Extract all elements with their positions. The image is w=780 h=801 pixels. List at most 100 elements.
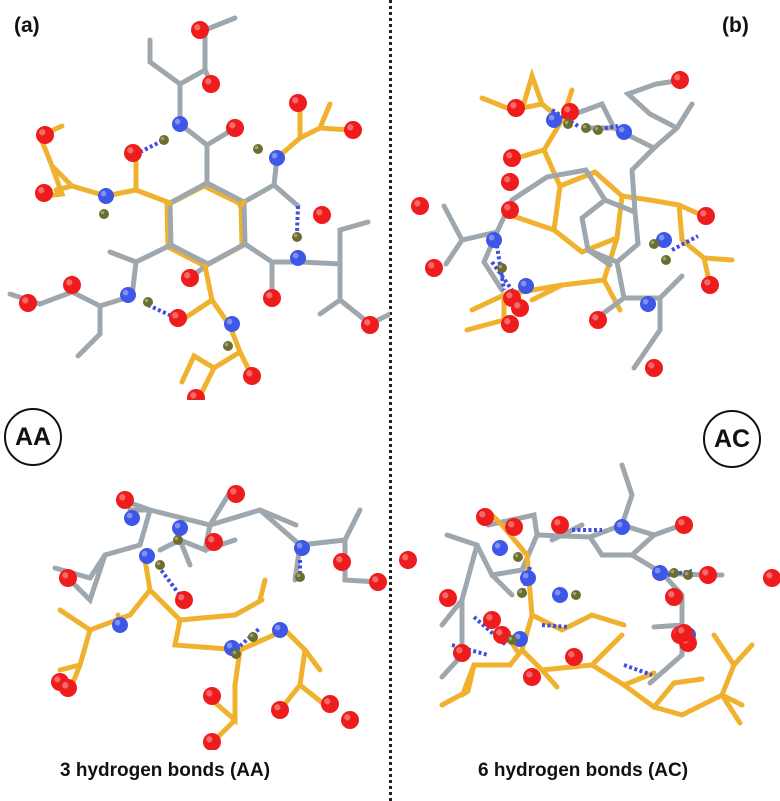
oxygen-atom xyxy=(763,569,780,587)
oxygen-atom-highlight xyxy=(194,24,201,31)
hydrogen-atom xyxy=(292,232,302,242)
nitrogen-atom xyxy=(112,617,128,633)
oxygen-atom xyxy=(701,276,719,294)
nitrogen-atom xyxy=(492,540,508,556)
hydrogen-atom-highlight xyxy=(293,233,298,238)
nitrogen-atom-highlight xyxy=(618,126,625,133)
oxygen-atom xyxy=(675,624,693,642)
bond-gray xyxy=(167,180,248,267)
oxygen-atom-highlight xyxy=(456,647,463,654)
oxygen-atom xyxy=(503,149,521,167)
oxygen-atom-highlight xyxy=(372,576,379,583)
oxygen-atom-highlight xyxy=(229,122,236,129)
bond-gray xyxy=(629,167,638,215)
nitrogen-atom-highlight xyxy=(122,289,129,296)
bond-gray xyxy=(177,121,210,186)
bond-gray xyxy=(614,259,663,371)
oxygen-atom xyxy=(124,144,142,162)
oxygen-atom-highlight xyxy=(508,521,515,528)
nitrogen-atom xyxy=(546,112,562,128)
oxygen-atom xyxy=(671,71,689,89)
bond-gray xyxy=(619,462,635,528)
hydrogen-atom-highlight xyxy=(662,256,667,261)
hydrogen-atom-highlight xyxy=(254,145,259,150)
nitrogen-atom-highlight xyxy=(616,521,623,528)
bond-gray xyxy=(485,511,540,538)
oxygen-atom-highlight xyxy=(402,554,409,561)
oxygen-atom-highlight xyxy=(702,569,709,576)
bond-gold xyxy=(621,676,705,711)
oxygen-atom-highlight xyxy=(506,152,513,159)
bond-gold xyxy=(179,297,215,323)
oxygen-atom-highlight xyxy=(668,591,675,598)
molecule-ac-side-view xyxy=(399,462,780,726)
hydrogen-atom-highlight xyxy=(572,591,577,596)
oxygen-atom xyxy=(181,269,199,287)
nitrogen-atom-highlight xyxy=(522,572,529,579)
oxygen-atom xyxy=(169,309,187,327)
bond-gold xyxy=(57,557,153,633)
oxygen-atom xyxy=(321,695,339,713)
nitrogen-atom xyxy=(139,548,155,564)
oxygen-atom xyxy=(645,359,663,377)
caption-ac: 6 hydrogen bonds (AC) xyxy=(478,760,689,781)
hydrogen-atom-highlight xyxy=(100,210,105,215)
nitrogen-atom-highlight xyxy=(226,642,233,649)
oxygen-atom-highlight xyxy=(119,494,126,501)
oxygen-atom xyxy=(19,294,37,312)
hydrogen-atom xyxy=(517,588,527,598)
bond-gold xyxy=(57,662,83,673)
hydrogen-atom xyxy=(253,144,263,154)
oxygen-atom xyxy=(227,485,245,503)
bond-gold xyxy=(459,688,471,698)
oxygen-atom-highlight xyxy=(62,572,69,579)
bond-gold xyxy=(277,647,308,713)
nitrogen-atom-highlight xyxy=(292,252,299,259)
bond-gray xyxy=(657,273,685,301)
bond-gray xyxy=(107,249,139,265)
oxygen-atom xyxy=(425,259,443,277)
oxygen-atom-highlight xyxy=(592,314,599,321)
nitrogen-atom-highlight xyxy=(271,152,278,159)
hydrogen-atom xyxy=(571,590,581,600)
bond-gray xyxy=(651,570,685,630)
oxygen-atom-highlight xyxy=(678,627,685,634)
bond-gray xyxy=(623,77,685,131)
hydrogen-atom xyxy=(155,560,165,570)
bond-gold xyxy=(464,282,565,333)
bond-gold xyxy=(179,352,217,385)
nitrogen-atom xyxy=(290,250,306,266)
bond-gold xyxy=(519,632,625,673)
nitrogen-atom-highlight xyxy=(642,298,649,305)
oxygen-atom xyxy=(63,276,81,294)
hydrogen-bond xyxy=(593,124,619,132)
oxygen-atom-highlight xyxy=(364,319,371,326)
oxygen-atom-highlight xyxy=(172,312,179,319)
oxygen-atom xyxy=(203,733,221,750)
oxygen-atom xyxy=(411,197,429,215)
oxygen-atom xyxy=(369,573,387,591)
oxygen-atom-highlight xyxy=(38,187,45,194)
hydrogen-atom-highlight xyxy=(224,342,229,347)
bond-gold xyxy=(711,632,737,668)
oxygen-atom xyxy=(271,701,289,719)
nitrogen-atom-highlight xyxy=(296,542,303,549)
hydrogen-atom-highlight xyxy=(156,561,161,566)
hydrogen-atom xyxy=(507,635,517,645)
oxygen-atom xyxy=(399,551,417,569)
oxygen-atom-highlight xyxy=(504,318,511,325)
oxygen-atom-highlight xyxy=(526,671,533,678)
oxygen-atom xyxy=(205,533,223,551)
bond-gold xyxy=(297,682,328,708)
nitrogen-atom xyxy=(520,570,536,586)
oxygen-atom xyxy=(439,589,457,607)
oxygen-atom-highlight xyxy=(127,147,134,154)
hydrogen-atom-highlight xyxy=(650,240,655,245)
hydrogen-atom xyxy=(497,263,507,273)
panel-divider xyxy=(389,0,392,801)
oxygen-atom xyxy=(476,508,494,526)
hydrogen-atom-highlight xyxy=(594,126,599,131)
nitrogen-atom-highlight xyxy=(141,550,148,557)
oxygen-atom-highlight xyxy=(246,370,253,377)
oxygen-atom-highlight xyxy=(184,272,191,279)
